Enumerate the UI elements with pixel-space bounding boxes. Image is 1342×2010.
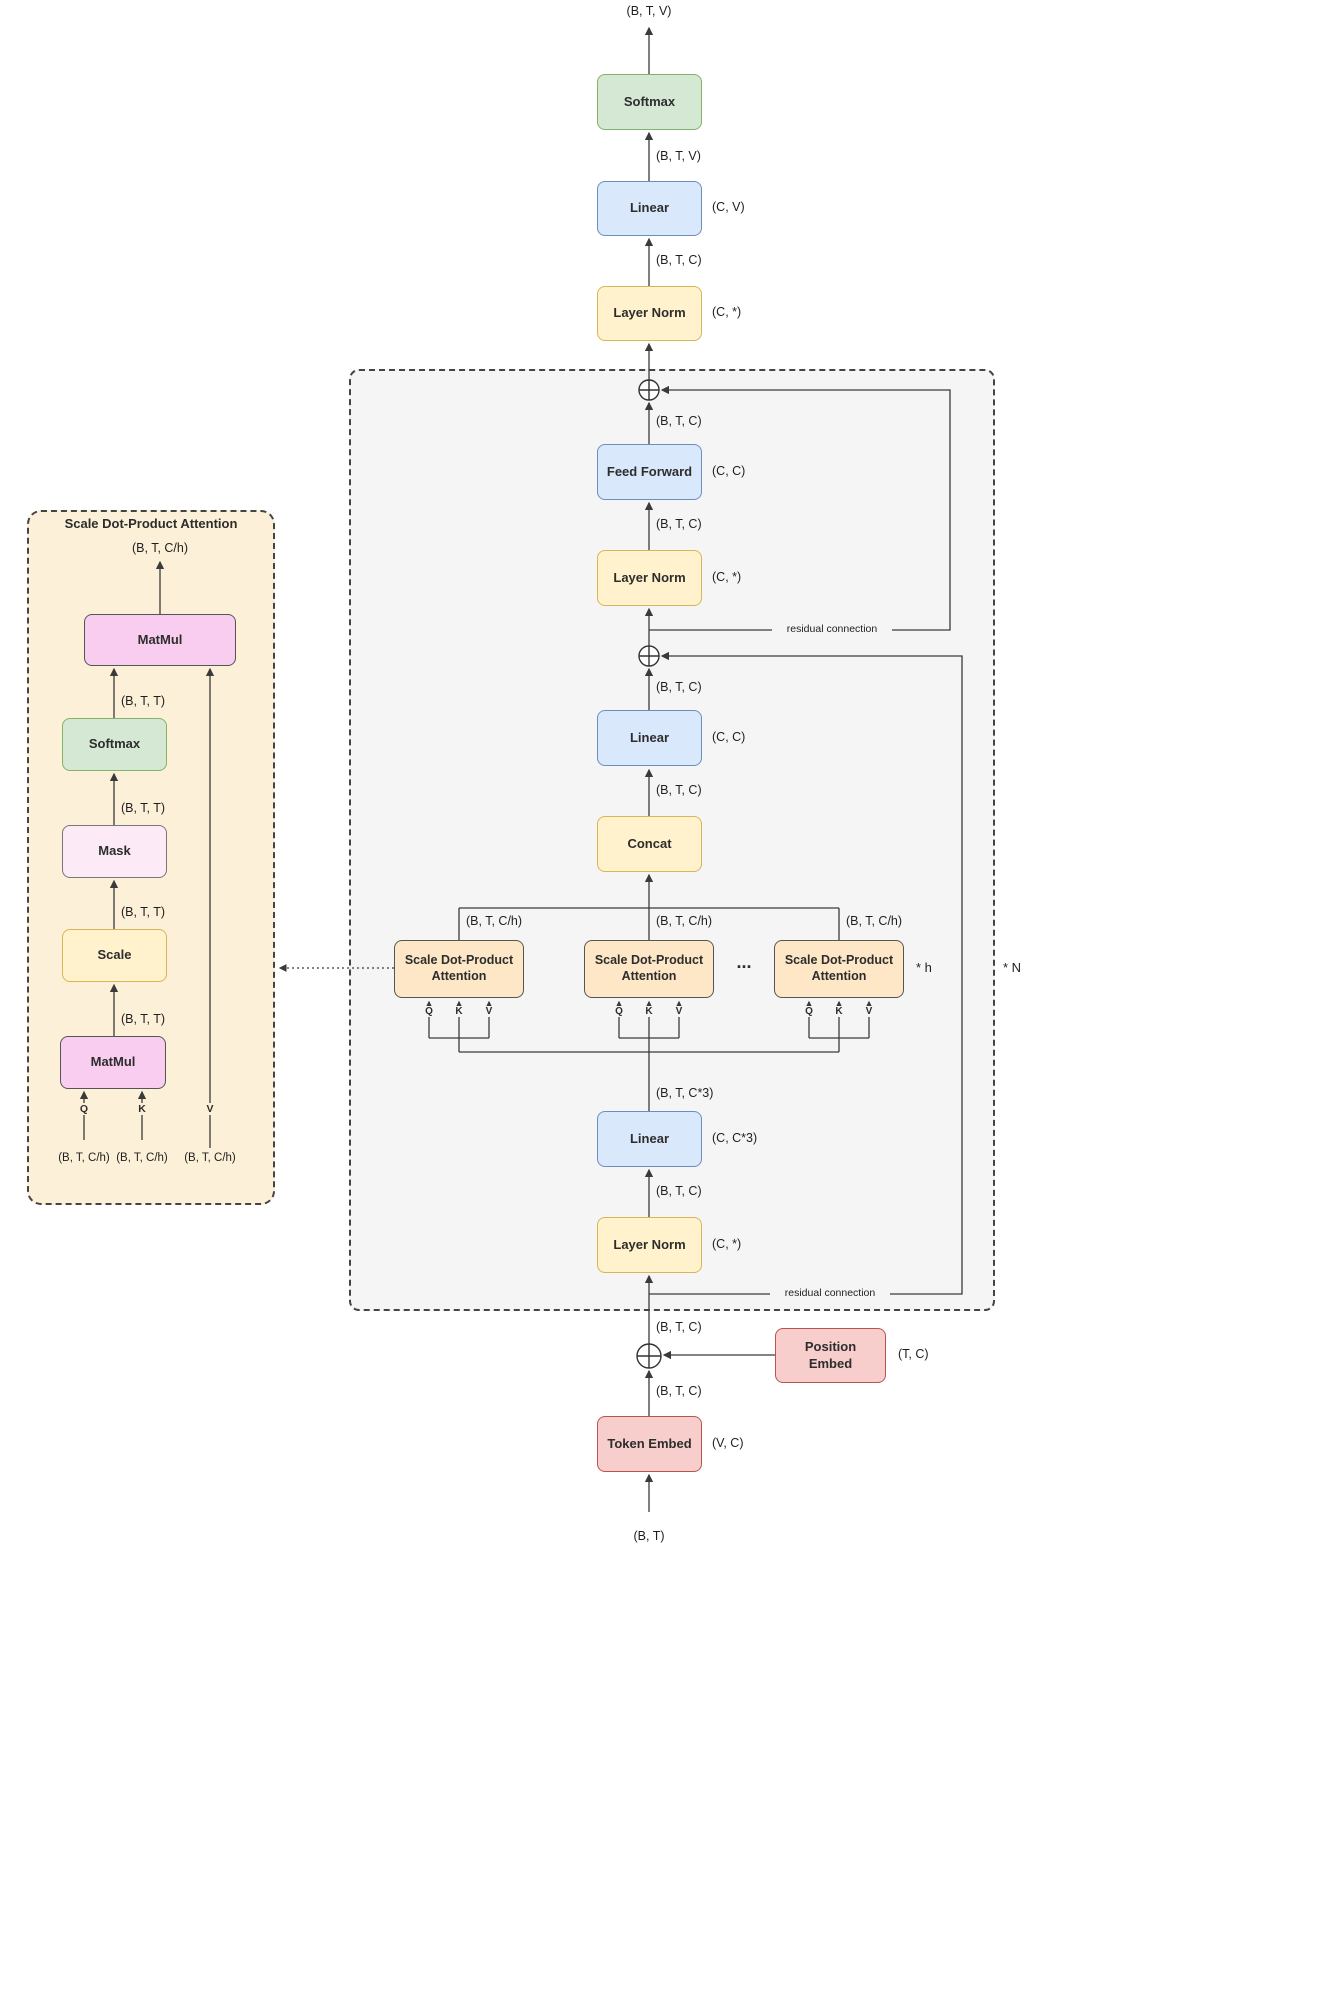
- param-label-linear-proj: (C, C): [712, 730, 746, 744]
- shape-label-output: (B, T, V): [626, 4, 672, 18]
- node-layer-norm-2: Layer Norm: [597, 550, 702, 606]
- v-label-head-3: V: [862, 1006, 876, 1017]
- shape-label: (B, T, C): [656, 1320, 702, 1334]
- shape-label: (B, T, C): [656, 414, 702, 428]
- residual-connection-label-2: residual connection: [770, 1287, 890, 1299]
- shape-label: (B, T, V): [656, 149, 701, 163]
- shape-label-btc3: (B, T, C*3): [656, 1086, 714, 1100]
- shape-label: (B, T, C): [656, 1184, 702, 1198]
- node-softmax-output: Softmax: [597, 74, 702, 130]
- node-layer-norm-final: Layer Norm: [597, 286, 702, 341]
- layers-multiplier: * N: [1003, 960, 1022, 975]
- v-label-head-2: V: [672, 1006, 686, 1017]
- node-token-embed: Token Embed: [597, 1416, 702, 1472]
- q-label-head-1: Q: [422, 1006, 436, 1017]
- node-attention-head-2: Scale Dot-Product Attention: [584, 940, 714, 998]
- detail-shape-label: (B, T, T): [121, 694, 165, 708]
- detail-q-label: Q: [77, 1103, 91, 1115]
- node-scale: Scale: [62, 929, 167, 982]
- node-feed-forward: Feed Forward: [597, 444, 702, 500]
- shape-label: (B, T, C): [656, 517, 702, 531]
- detail-shape-label: (B, T, T): [121, 905, 165, 919]
- param-label-linear-head: (C, V): [712, 200, 745, 214]
- shape-label-input: (B, T): [633, 1529, 665, 1543]
- node-layer-norm-1: Layer Norm: [597, 1217, 702, 1273]
- shape-label-head-out-2: (B, T, C/h): [656, 914, 713, 928]
- node-matmul-top: MatMul: [84, 614, 236, 666]
- node-linear-proj: Linear: [597, 710, 702, 766]
- node-linear-qkv: Linear: [597, 1111, 702, 1167]
- detail-shape-label: (B, T, T): [121, 801, 165, 815]
- detail-k-shape: (B, T, C/h): [116, 1152, 168, 1164]
- node-position-embed: Position Embed: [775, 1328, 886, 1383]
- detail-k-label: K: [135, 1103, 149, 1115]
- k-label-head-1: K: [452, 1006, 466, 1017]
- param-label-layer-norm-1: (C, *): [712, 1237, 742, 1251]
- detail-shape-label: (B, T, T): [121, 1012, 165, 1026]
- k-label-head-3: K: [832, 1006, 846, 1017]
- q-label-head-2: Q: [612, 1006, 626, 1017]
- shape-label: (B, T, C): [656, 783, 702, 797]
- shape-label: (B, T, C): [656, 253, 702, 267]
- q-label-head-3: Q: [802, 1006, 816, 1017]
- node-matmul-bottom: MatMul: [60, 1036, 166, 1089]
- v-label-head-1: V: [482, 1006, 496, 1017]
- detail-v-shape: (B, T, C/h): [184, 1152, 236, 1164]
- node-attention-head-3: Scale Dot-Product Attention: [774, 940, 904, 998]
- k-label-head-2: K: [642, 1006, 656, 1017]
- param-label-layer-norm-final: (C, *): [712, 305, 742, 319]
- shape-label: (B, T, C): [656, 1384, 702, 1398]
- param-label-linear-qkv: (C, C*3): [712, 1131, 758, 1145]
- node-linear-head: Linear: [597, 181, 702, 236]
- param-label-position-embed: (T, C): [898, 1347, 929, 1361]
- node-attention-head-1: Scale Dot-Product Attention: [394, 940, 524, 998]
- shape-label: (B, T, C): [656, 680, 702, 694]
- add-circle-embedding: [636, 1343, 662, 1369]
- shape-label-head-out-1: (B, T, C/h): [466, 914, 523, 928]
- ellipsis: ...: [736, 952, 752, 972]
- node-concat: Concat: [597, 816, 702, 872]
- node-mask: Mask: [62, 825, 167, 878]
- heads-multiplier: * h: [916, 960, 932, 975]
- detail-output-shape: (B, T, C/h): [131, 541, 189, 555]
- detail-q-shape: (B, T, C/h): [58, 1152, 110, 1164]
- attention-detail-title: Scale Dot-Product Attention: [64, 516, 238, 531]
- param-label-layer-norm-2: (C, *): [712, 570, 742, 584]
- shape-label-head-out-3: (B, T, C/h): [846, 914, 903, 928]
- node-detail-softmax: Softmax: [62, 718, 167, 771]
- detail-v-label: V: [203, 1103, 217, 1115]
- param-label-token-embed: (V, C): [712, 1436, 744, 1450]
- residual-connection-label-1: residual connection: [772, 623, 892, 635]
- param-label-feed-forward: (C, C): [712, 464, 746, 478]
